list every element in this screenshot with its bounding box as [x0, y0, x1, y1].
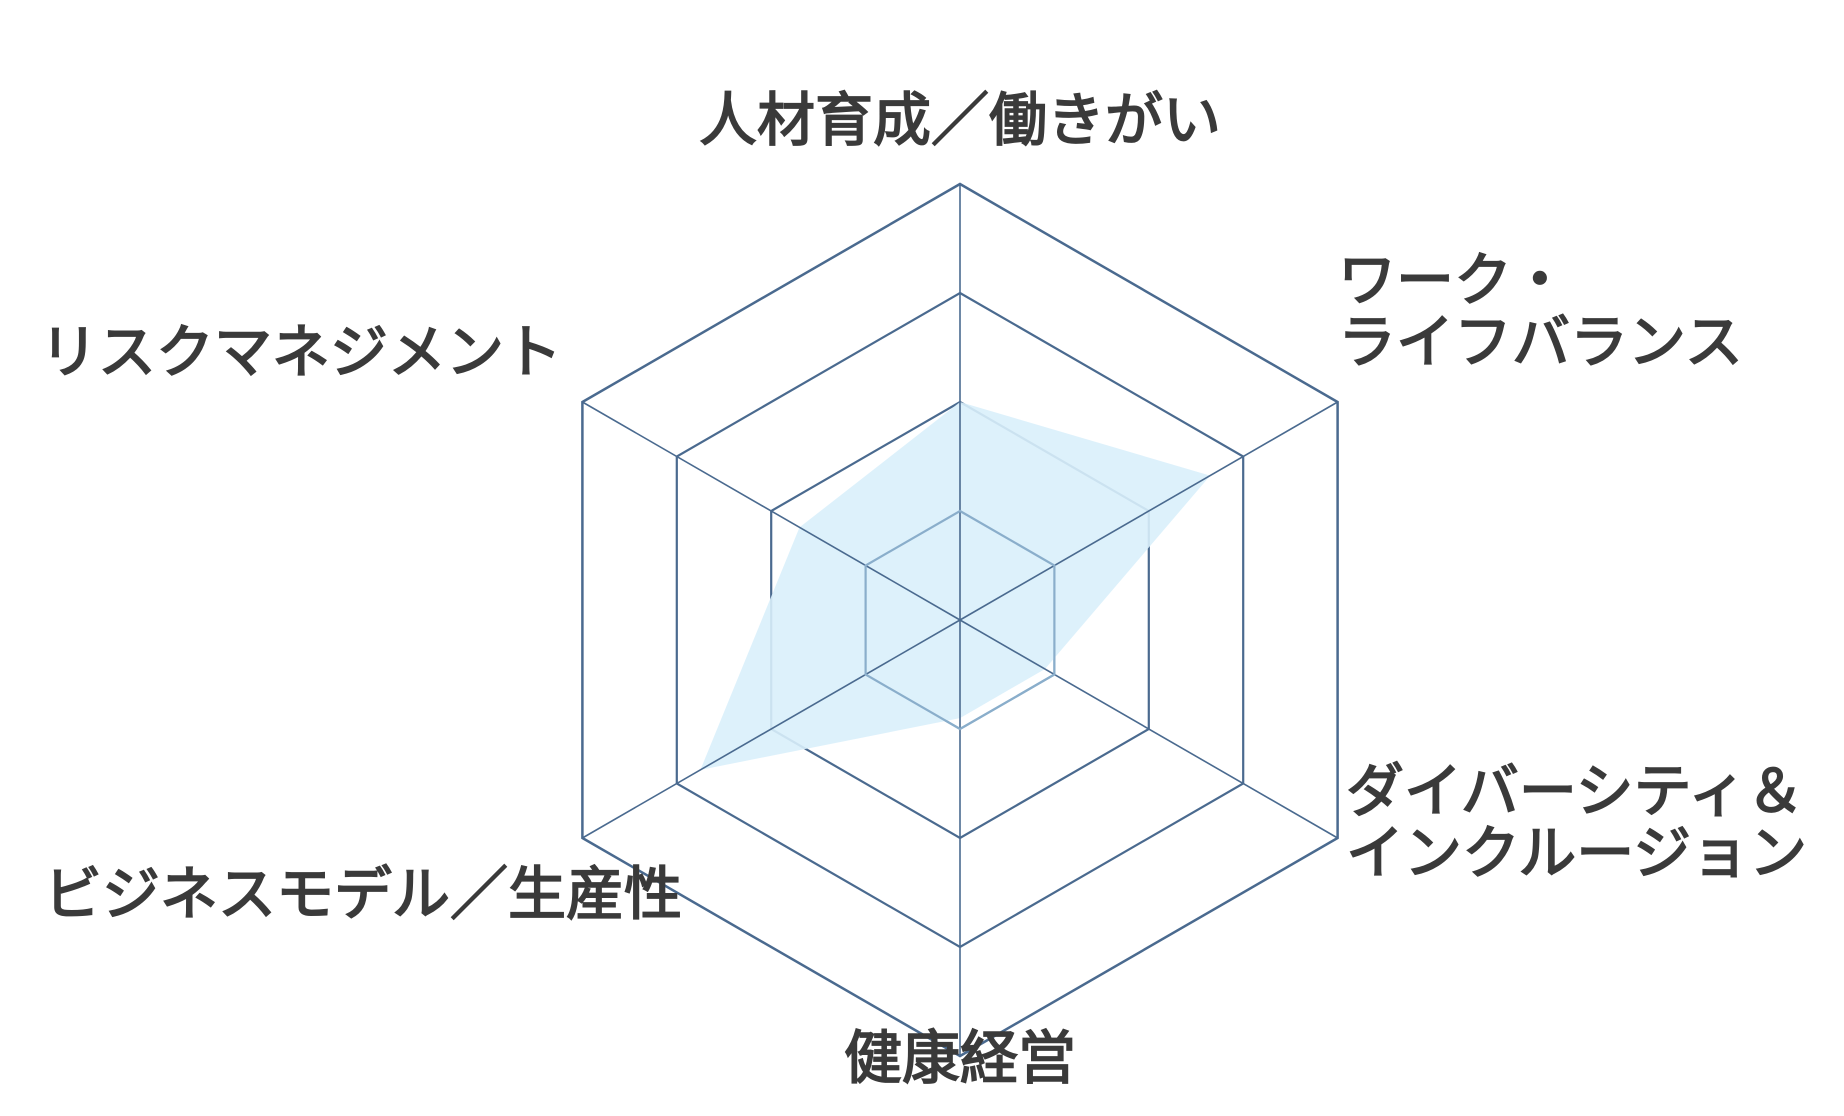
- axis-label-1: ワーク・ライフバランス: [1338, 246, 1743, 376]
- axis-label-1-line-0: ワーク・: [1338, 246, 1569, 314]
- axis-label-5-line-0: リスクマネジメント: [40, 318, 562, 386]
- radar-axis-labels: 人材育成／働きがいワーク・ライフバランスダイバーシティ＆インクルージョン健康経営…: [40, 86, 1807, 1092]
- axis-label-3: 健康経営: [844, 1024, 1076, 1092]
- radar-spokes: [582, 184, 1338, 1056]
- radar-spoke-1: [959, 401, 1338, 621]
- radar-spoke-5: [582, 401, 961, 621]
- radar-grid-ring-inner-overlay: [864, 509, 1056, 731]
- axis-label-3-line-0: 健康経営: [844, 1024, 1076, 1092]
- axis-label-4-line-0: ビジネスモデル／生産性: [44, 860, 682, 928]
- axis-label-2: ダイバーシティ＆インクルージョン: [1346, 757, 1807, 887]
- axis-label-5: リスクマネジメント: [40, 318, 562, 386]
- axis-label-4: ビジネスモデル／生産性: [44, 860, 682, 928]
- radar-spoke-4: [582, 619, 961, 839]
- axis-label-2-line-0: ダイバーシティ＆: [1346, 757, 1804, 825]
- axis-label-0-line-0: 人材育成／働きがい: [699, 86, 1221, 154]
- radar-spoke-2: [959, 619, 1338, 839]
- radar-series-area-0: [700, 402, 1211, 770]
- radar-series: [700, 402, 1211, 770]
- axis-label-0: 人材育成／働きがい: [699, 86, 1221, 154]
- axis-label-2-line-1: インクルージョン: [1346, 819, 1807, 887]
- axis-label-1-line-1: ライフバランス: [1338, 308, 1743, 376]
